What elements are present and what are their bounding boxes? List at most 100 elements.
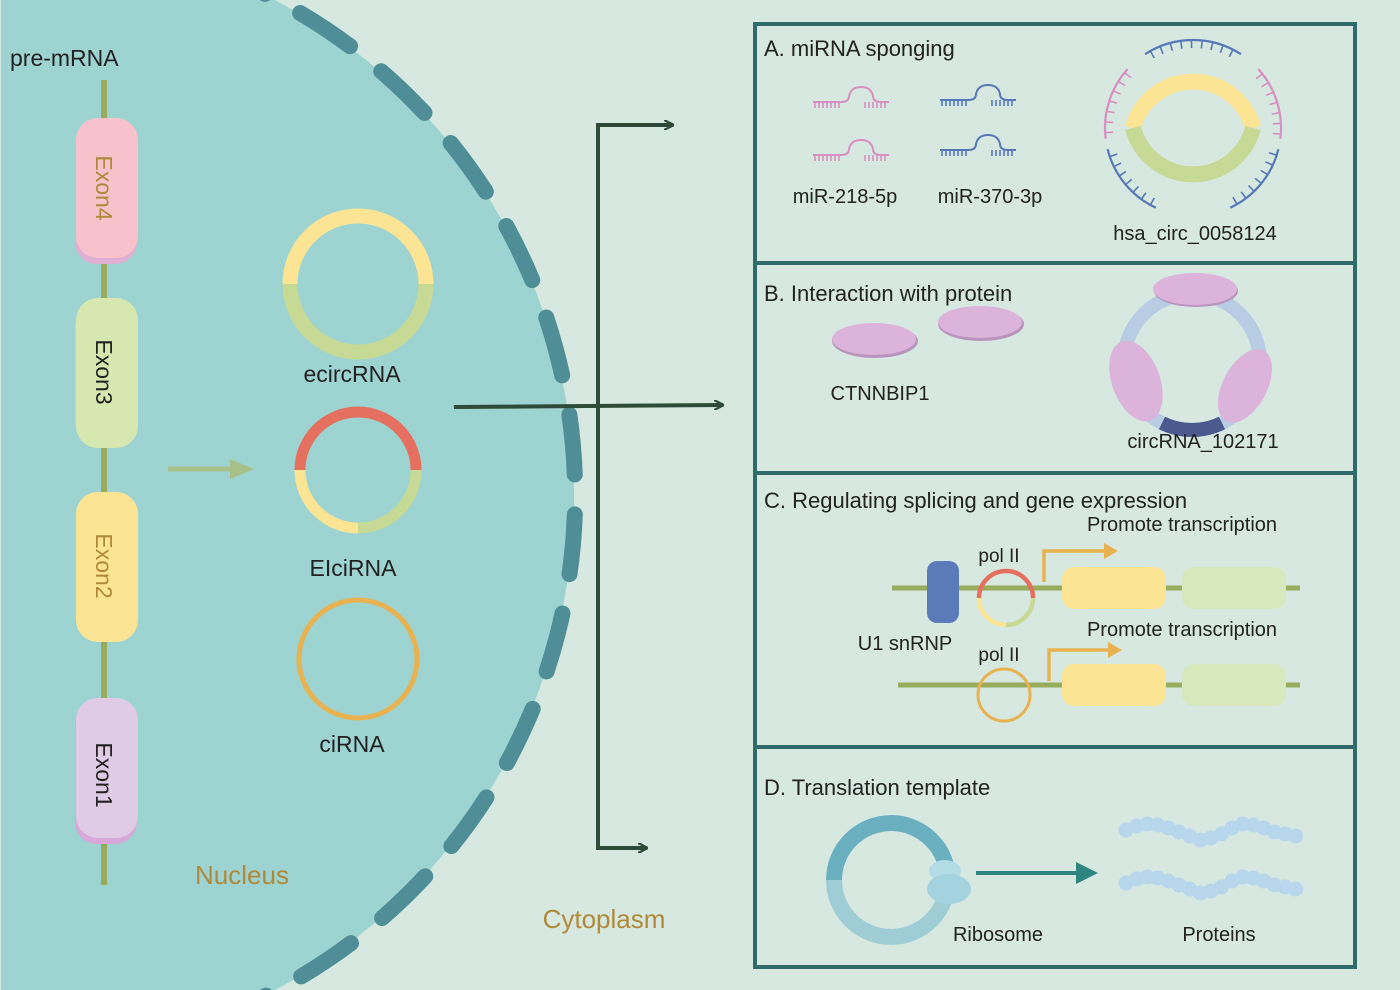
exon-3: Exon3 [75, 298, 138, 448]
bound-mirna-tooth [1271, 111, 1280, 115]
bound-mirna-tooth [1113, 162, 1122, 168]
bound-mirna-tooth [1118, 170, 1127, 177]
bound-mirna-tooth [1247, 184, 1255, 192]
bound-mirna-tooth [1219, 45, 1224, 54]
ribosome-label: Ribosome [953, 924, 1043, 946]
nucleus [0, 0, 584, 990]
bound-mirna-tooth [1112, 90, 1121, 95]
mirna-370-label: miR-370-3p [938, 186, 1042, 208]
protein-chain [1118, 869, 1304, 901]
bound-mirna-tooth [1255, 73, 1263, 80]
bound-mirna-tooth [1109, 153, 1118, 158]
bound-mirna-tooth [1265, 161, 1274, 166]
ecircrna-ring [282, 208, 434, 360]
exon-2: Exon2 [76, 492, 138, 642]
nuclear-envelope [259, 0, 584, 990]
tss-arrowhead [1104, 543, 1118, 559]
premrna-label: pre-mRNA [10, 45, 119, 71]
protein-ctnnbip1-icon [938, 306, 1022, 338]
eicirna-ring [294, 406, 422, 534]
cytoplasm-label: Cytoplasm [543, 904, 666, 934]
bound-mirna-arc [1144, 38, 1242, 56]
nucleus-label: Nucleus [195, 860, 289, 890]
bound-mirna-tooth [1159, 46, 1164, 55]
circrna-template-ring [826, 815, 956, 945]
hsa-circ-ring [1125, 73, 1261, 183]
u1-snrnp-label: U1 snRNP [858, 633, 952, 655]
eicirna-small-ring [976, 568, 1036, 628]
bound-mirna-tooth [1109, 100, 1118, 105]
ecircrna-label: ecircRNA [303, 361, 401, 387]
cirna-small-ring [976, 667, 1032, 723]
bound-mirna-tooth [1169, 42, 1174, 51]
bound-mirna-tooth [1149, 197, 1155, 206]
exon-label: Exon1 [91, 742, 117, 807]
bound-mirna-tooth [1140, 192, 1147, 200]
gene-exon-green [1182, 664, 1286, 706]
hsa-circ-label: hsa_circ_0058124 [1113, 223, 1276, 245]
bound-mirna-combs [1103, 38, 1283, 209]
translation-arrowhead [1076, 862, 1098, 884]
bound-mirna-tooth [1124, 71, 1132, 79]
bound-mirna-tooth [1117, 80, 1126, 87]
protein-chain [1118, 816, 1304, 848]
panel-c: C. Regulating splicing and gene expressi… [764, 488, 1300, 723]
panel-a: A. miRNA sponging miR-218-5p miR-370-3p … [764, 36, 1283, 245]
mirna-218-label: miR-218-5p [793, 186, 897, 208]
bound-mirna-tooth [1200, 40, 1203, 49]
mirna-370-icon [940, 83, 1016, 106]
bound-mirna-tooth [1272, 132, 1281, 135]
exon-label: Exon2 [91, 533, 117, 598]
panel-frame [753, 22, 1357, 969]
bound-protein-icon [1153, 273, 1237, 305]
bound-mirna-tooth [1149, 50, 1155, 59]
splicing-arrow [168, 459, 254, 479]
gene-exon-yellow [1062, 664, 1166, 706]
bound-mirna-tooth [1254, 177, 1262, 185]
proteins-label: Proteins [1182, 924, 1255, 946]
ctnnbip1-label: CTNNBIP1 [831, 383, 930, 405]
bound-mirna-tooth [1228, 49, 1234, 58]
bound-mirna-tooth [1106, 110, 1115, 114]
tss-arrow-2 [1047, 648, 1113, 681]
bound-protein-icon [1109, 340, 1163, 422]
bound-mirna-tooth [1105, 121, 1114, 124]
promote-transcription-1: Promote transcription [1087, 514, 1277, 536]
bound-mirna-tooth [1125, 178, 1133, 186]
bound-mirna-tooth [1132, 185, 1140, 193]
bound-mirna-tooth [1261, 81, 1269, 88]
mirna-218-icon [813, 138, 889, 161]
gene-exon-yellow [1062, 567, 1166, 609]
gene-exon-green [1182, 567, 1286, 609]
panel-b-title: B. Interaction with protein [764, 281, 1012, 306]
panel-d-title: D. Translation template [764, 775, 990, 800]
exon-1: Exon1 [75, 698, 138, 844]
ribosome-icon [927, 860, 971, 904]
export-arrows [453, 125, 722, 850]
panel-c-title: C. Regulating splicing and gene expressi… [764, 488, 1187, 513]
eicirna-label: EIciRNA [310, 555, 398, 581]
circrna-102171-ring [1109, 273, 1273, 437]
pol-ii-label-2: pol II [978, 645, 1019, 666]
mirna-370-icon [940, 133, 1016, 156]
bound-mirna-tooth [1268, 151, 1277, 156]
protein-ctnnbip1-icon [832, 323, 916, 355]
cirna-label: ciRNA [319, 731, 385, 757]
amino-acid-bead [1288, 881, 1304, 897]
bound-mirna-tooth [1232, 196, 1238, 205]
pol-ii-label-1: pol II [978, 546, 1019, 567]
promote-transcription-2: Promote transcription [1087, 619, 1277, 641]
amino-acid-bead [1288, 828, 1304, 844]
tss-arrowhead [1108, 642, 1122, 658]
tss-arrow-1 [1042, 549, 1110, 582]
bound-mirna-tooth [1269, 101, 1278, 106]
bound-mirna-tooth [1179, 40, 1183, 49]
bound-mirna-tooth [1260, 169, 1269, 176]
bound-mirna-tooth [1265, 91, 1274, 97]
panel-b: B. Interaction with protein CTNNBIP1 cir… [764, 273, 1279, 453]
exon-label: Exon3 [91, 339, 117, 404]
u1-snrnp-icon [927, 561, 959, 623]
panel-a-title: A. miRNA sponging [764, 36, 955, 61]
bound-protein-icon [1217, 349, 1273, 423]
